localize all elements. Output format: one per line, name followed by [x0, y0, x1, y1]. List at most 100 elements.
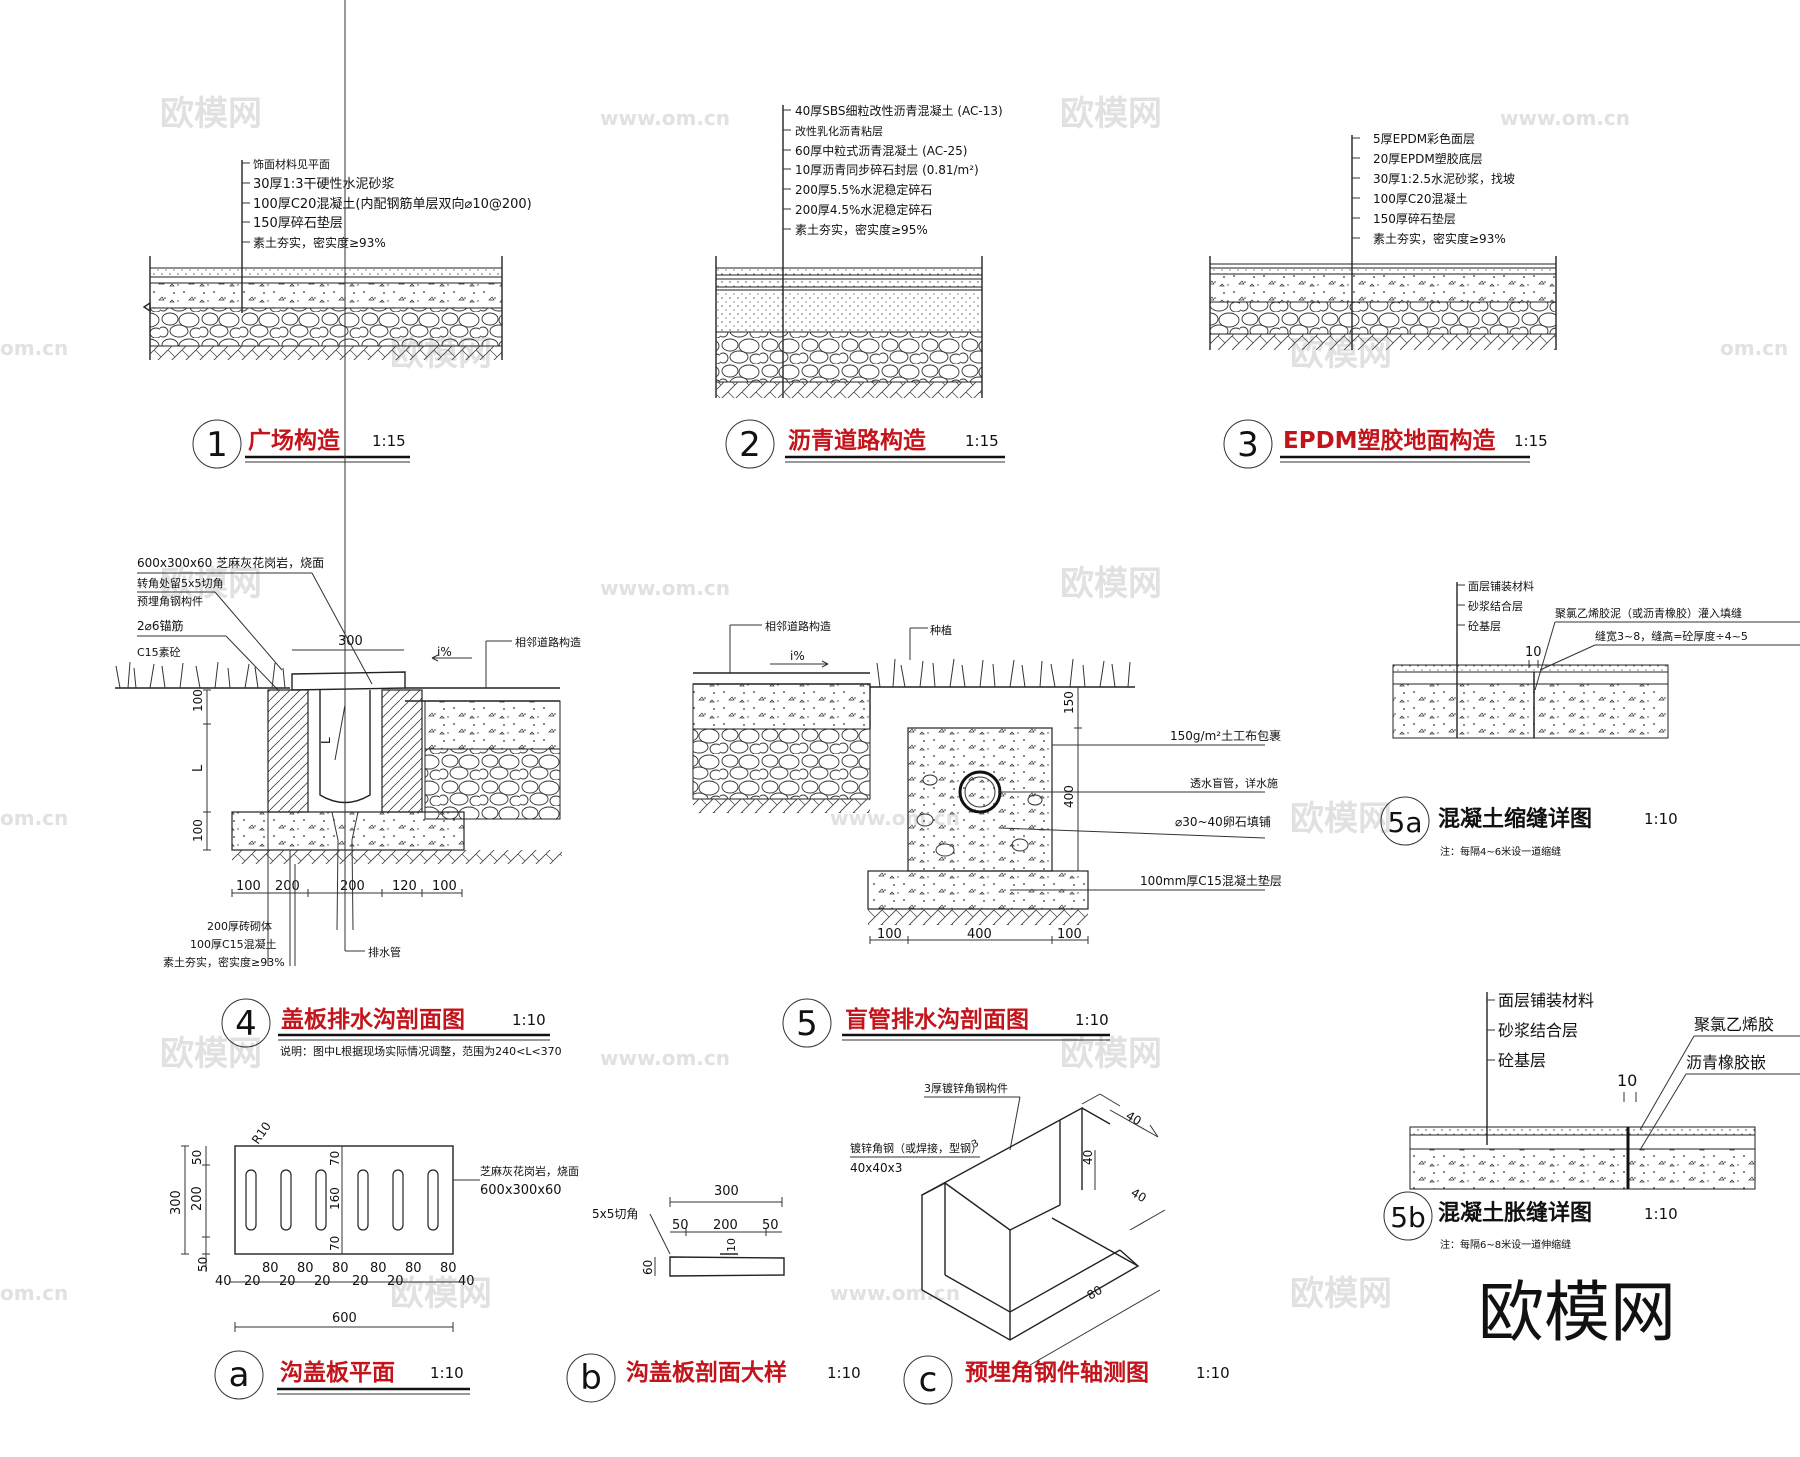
- dim: 40: [1129, 1185, 1149, 1205]
- layer-label: 40厚SBS细粒改性沥青混凝土 (AC-13): [795, 103, 1003, 118]
- detail-3-epdm: 5厚EPDM彩色面层 20厚EPDM塑胶底层 30厚1:2.5水泥砂浆，找坡 1…: [1209, 132, 1557, 469]
- slots: [245, 1169, 439, 1231]
- watermark-url: www.om.cn: [600, 576, 730, 600]
- dim: 100: [236, 879, 261, 894]
- dim: L: [191, 764, 206, 772]
- label: 150g/m²土工布包裹: [1170, 728, 1281, 743]
- label: 转角处留5x5切角: [137, 576, 224, 590]
- detail-4-cover-drain: 600x300x60 芝麻灰花岗岩，烧面 转角处留5x5切角 预埋角钢构件 2⌀…: [115, 0, 581, 1058]
- dim: 70: [328, 1236, 342, 1251]
- detail-number: 5: [796, 1004, 818, 1044]
- layer-label: 改性乳化沥青粘层: [795, 124, 883, 138]
- label: 砼基层: [1498, 1051, 1546, 1070]
- watermark-logo: 欧模网: [1060, 564, 1162, 604]
- dim: 400: [967, 927, 992, 942]
- label: 素土夯实，密实度≥93%: [163, 955, 285, 969]
- layer-label: 200厚5.5%水泥稳定碎石: [795, 182, 932, 197]
- detail-number: a: [229, 1355, 250, 1395]
- dim: 80: [297, 1261, 314, 1276]
- detail-number: 5b: [1390, 1201, 1426, 1234]
- detail-c-angle-steel: 3厚镀锌角钢构件 镀锌角钢（或焊接，型钢） 40x40x3 40 40: [850, 1081, 1230, 1405]
- watermark-logo: 欧模网: [1060, 94, 1162, 134]
- dim: 100: [191, 689, 205, 712]
- layer-label: 100厚C20混凝土(内配钢筋单层双向⌀10@200): [253, 196, 532, 212]
- watermark-url: om.cn: [0, 336, 68, 360]
- layer-label: 20厚EPDM塑胶底层: [1373, 151, 1483, 166]
- watermark-url: om.cn: [0, 1281, 68, 1305]
- label: 200厚砖砌体: [207, 919, 272, 933]
- detail-number: b: [580, 1358, 602, 1398]
- label: 相邻道路构造: [765, 619, 831, 633]
- dim: 20: [279, 1274, 296, 1289]
- detail-5-blind-drain: 相邻道路构造 种植 i% 150 400: [692, 619, 1282, 1048]
- layer-label: 60厚中粒式沥青混凝土 (AC-25): [795, 143, 967, 158]
- layer-label: 素土夯实，密实度≥93%: [253, 235, 386, 250]
- detail-b-cover-section: 300 50 200 50 5x5切角 10 60 b 沟盖板剖面大样 1:10: [566, 1184, 861, 1403]
- detail-title: 广场构造: [248, 427, 341, 454]
- angle-steel-iso: [921, 1106, 1140, 1341]
- dim: 80: [1085, 1283, 1105, 1303]
- dim: 10: [725, 1238, 738, 1252]
- detail-number: c: [919, 1360, 938, 1400]
- dim: 50: [190, 1150, 204, 1165]
- detail-title: 混凝土缩缝详图: [1438, 806, 1592, 832]
- watermark-logo: 欧模网: [1060, 1034, 1162, 1074]
- dim: 20: [352, 1274, 369, 1289]
- dim: 40: [1081, 1150, 1095, 1165]
- dim: 70: [328, 1151, 342, 1166]
- dim: 200: [275, 879, 300, 894]
- dim: 200: [340, 879, 365, 894]
- detail-title: 预埋角钢件轴测图: [965, 1359, 1149, 1386]
- layer-label: 30厚1:2.5水泥砂浆，找坡: [1373, 171, 1515, 186]
- label: 100mm厚C15混凝土垫层: [1140, 873, 1282, 888]
- label: 相邻道路构造: [515, 635, 581, 649]
- label: 砼基层: [1468, 620, 1501, 633]
- detail-number-circle: [192, 419, 242, 469]
- label: 2⌀6锚筋: [137, 618, 184, 633]
- dim: 80: [262, 1261, 279, 1276]
- watermark-logo: 欧模网: [160, 564, 262, 604]
- label: 面层铺装材料: [1468, 579, 1534, 593]
- dim: 100: [432, 879, 457, 894]
- dim: 80: [370, 1261, 387, 1276]
- dim: 20: [314, 1274, 331, 1289]
- dim: 40: [1124, 1108, 1144, 1128]
- detail-2-asphalt: 40厚SBS细粒改性沥青混凝土 (AC-13) 改性乳化沥青粘层 60厚中粒式沥…: [715, 103, 1005, 469]
- dim: 100: [1057, 927, 1082, 942]
- dim: 50: [196, 1257, 210, 1272]
- watermark-logo: 欧模网: [160, 94, 262, 134]
- dim: 100: [877, 927, 902, 942]
- dim: 60: [641, 1260, 655, 1275]
- detail-title: 盖板排水沟剖面图: [281, 1006, 465, 1033]
- watermark-url: www.om.cn: [600, 1046, 730, 1070]
- label: 排水管: [368, 945, 401, 959]
- detail-number: 5a: [1388, 806, 1423, 839]
- dim: 20: [244, 1274, 261, 1289]
- detail-scale: 1:10: [1644, 810, 1678, 828]
- label: 600x300x60: [480, 1183, 562, 1198]
- dim: 150: [1062, 691, 1076, 714]
- detail-title: 沥青道路构造: [788, 427, 927, 454]
- dim: 40: [458, 1274, 475, 1289]
- label: 种植: [930, 623, 952, 637]
- detail-title: 沟盖板平面: [280, 1359, 395, 1386]
- layer-label: 150厚碎石垫层: [253, 215, 343, 231]
- detail-1-plaza: 饰面材料见平面 30厚1:3干硬性水泥砂浆 100厚C20混凝土(内配钢筋单层双…: [142, 157, 532, 469]
- detail-scale: 1:10: [1075, 1011, 1109, 1029]
- dim: R10: [249, 1119, 274, 1146]
- note: 说明：图中L根据现场实际情况调整，范围为240<L<370: [280, 1044, 562, 1058]
- dim: 3: [970, 1138, 981, 1151]
- dim: 400: [1062, 785, 1076, 808]
- slope: i%: [437, 645, 452, 659]
- note: 注：每隔6~8米设一道伸缩缝: [1440, 1238, 1571, 1251]
- watermark-url: www.om.cn: [600, 106, 730, 130]
- layer-label: 150厚碎石垫层: [1373, 211, 1456, 226]
- dim: 200: [713, 1218, 738, 1233]
- detail-title: 混凝土胀缝详图: [1438, 1200, 1592, 1226]
- slope: i%: [790, 649, 805, 663]
- layer-label: 200厚4.5%水泥稳定碎石: [795, 202, 932, 217]
- detail-a-cover-plan: R10 芝麻灰花岗岩，烧面 600x300x60 300 50 200 50 7…: [169, 1119, 579, 1400]
- label: 缝宽3~8，缝高=砼厚度÷4~5: [1595, 629, 1748, 643]
- detail-number: 2: [739, 425, 761, 465]
